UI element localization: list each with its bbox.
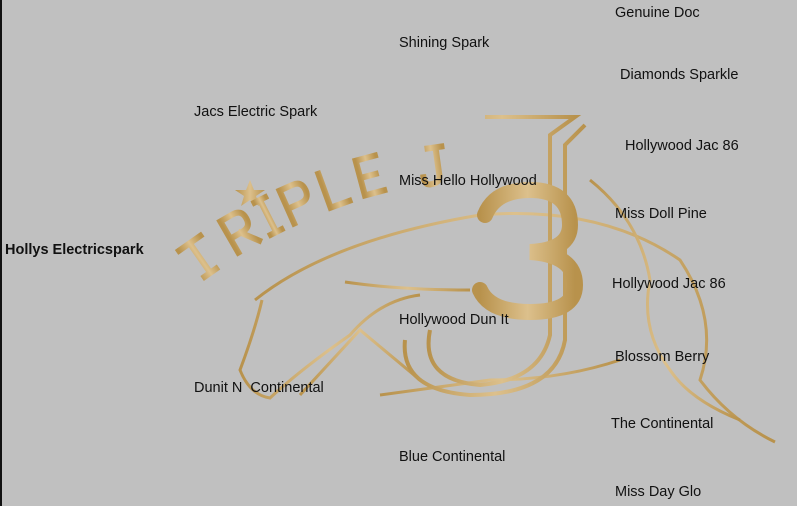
sd-sire-name: Hollywood Jac 86 xyxy=(625,138,739,154)
sd-dam-name: Miss Doll Pine xyxy=(615,206,707,222)
ds-dam-name: Blossom Berry xyxy=(615,349,710,365)
horse-outline-icon xyxy=(238,178,776,444)
dam-sire-name: Hollywood Dun It xyxy=(399,312,509,328)
dam-dam-name: Blue Continental xyxy=(399,449,506,465)
ss-sire-name: Genuine Doc xyxy=(615,5,700,21)
ss-dam-name: Diamonds Sparkle xyxy=(620,67,739,83)
star-icon xyxy=(235,180,265,206)
sire-dam-name: Miss Hello Hollywood xyxy=(399,173,537,189)
left-border xyxy=(0,0,2,506)
ds-sire-name: Hollywood Jac 86 xyxy=(612,276,726,292)
dam-name: Dunit N Continental xyxy=(194,380,324,396)
triple-j-arc-lettering xyxy=(174,143,445,281)
dd-sire-name: The Continental xyxy=(611,416,714,432)
letter-j-monogram xyxy=(402,115,587,398)
number-3-monogram xyxy=(472,181,584,321)
sire-sire-name: Shining Spark xyxy=(399,35,490,51)
dd-dam-name: Miss Day Glo xyxy=(615,484,702,500)
sire-name: Jacs Electric Spark xyxy=(194,104,318,120)
subject-horse-name: Hollys Electricspark xyxy=(5,242,144,258)
